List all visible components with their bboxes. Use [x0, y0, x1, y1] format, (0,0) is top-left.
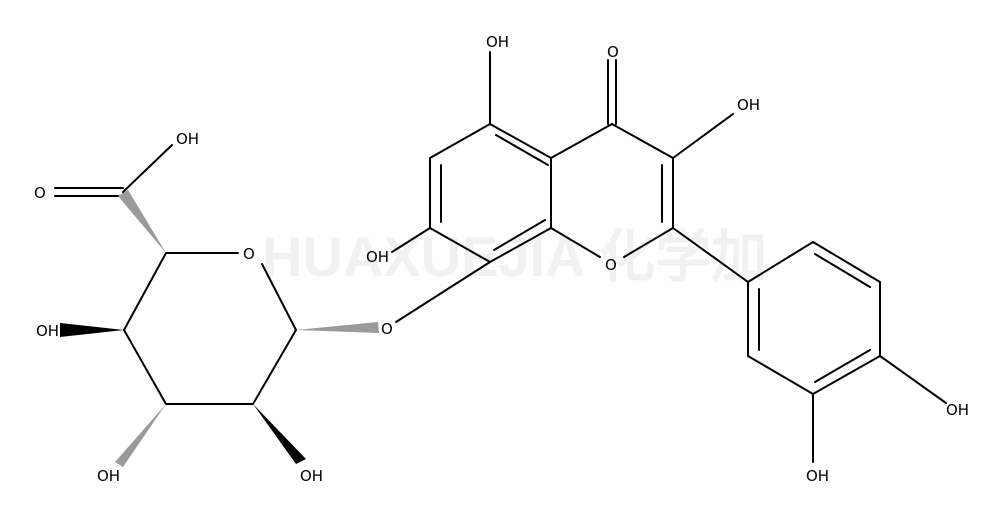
bond-o-c8: [395, 261, 491, 323]
bond-c3-oh: [672, 113, 734, 159]
bond-o5-c1: [261, 263, 297, 331]
bond-c6-oh: [122, 144, 173, 193]
label-oh-c3: OH: [97, 467, 120, 485]
bond-c2-o1: [623, 227, 674, 258]
label-oh-c4p: OH: [946, 401, 969, 419]
hash-wedge-c5-c6: [118, 190, 166, 253]
label-oh-c7: OH: [366, 248, 389, 266]
bond-c5f-c4a-inner: [495, 134, 549, 166]
label-oh-c2: OH: [300, 467, 323, 485]
bond-c6p-c5p-inner: [814, 253, 871, 288]
bond-c8a-c8-inner: [493, 219, 546, 251]
bold-wedge-c4-oh: [60, 323, 124, 337]
bond-c8-c7: [429, 227, 491, 263]
hash-wedge-c3-oh: [115, 404, 166, 467]
bond-c4-c3: [611, 123, 674, 159]
bond-c4p-oh: [879, 355, 947, 404]
label-carboxyl-oh: OH: [176, 130, 199, 148]
atom-labels: OH O O OH OH OH O OH O OH OH O OH OH: [34, 33, 969, 485]
stereo-bonds: [60, 190, 379, 467]
label-ring-o-sugar: O: [243, 245, 255, 263]
label-oh-c5: OH: [486, 33, 509, 51]
bond-c3p-c2p: [747, 355, 814, 395]
label-oh-c4: OH: [36, 322, 59, 340]
bond-c1-c2: [252, 329, 297, 405]
bond-o1-c8a: [550, 227, 601, 258]
label-carboxyl-o: O: [34, 184, 46, 202]
watermark: HUAXUEJIA 化学加: [262, 225, 767, 288]
bond-c5f-c4a: [489, 123, 552, 159]
label-oh-c3f: OH: [737, 96, 760, 114]
label-glycosidic-o: O: [381, 320, 393, 338]
label-ring-o-flavone: O: [605, 256, 617, 274]
bond-c4p-c3p: [812, 355, 881, 395]
label-oh-c3p: OH: [806, 467, 829, 485]
bond-c3-c4: [123, 329, 167, 405]
label-carbonyl-o: O: [607, 43, 619, 61]
bold-wedge-c2-oh: [253, 404, 306, 464]
bond-c7-oh: [391, 227, 431, 253]
bond-c4a-c4: [550, 123, 613, 159]
bond-c1p-c6p: [747, 241, 814, 283]
hash-wedge-c1-o: [296, 322, 379, 333]
bonds: [54, 51, 947, 463]
bond-c6f-c5f: [429, 123, 491, 159]
bond-c2-c1p: [672, 227, 749, 283]
bond-c4-c5: [123, 252, 167, 331]
bond-c8a-c8: [489, 227, 552, 263]
bond-c6p-c5p: [812, 241, 881, 283]
bond-c4p-c3p-inner: [814, 349, 871, 383]
